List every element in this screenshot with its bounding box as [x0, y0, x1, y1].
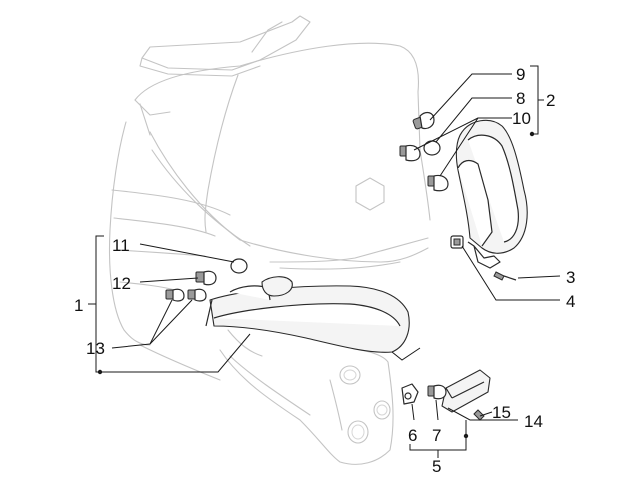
leader-lines — [88, 65, 561, 458]
callout-14: 14 — [524, 412, 543, 431]
callout-6: 6 — [408, 426, 417, 445]
fender-hole-1 — [339, 365, 361, 385]
bulb-7 — [427, 384, 447, 400]
bulb-holder-6 — [401, 383, 419, 405]
callout-15: 15 — [492, 403, 511, 422]
rear-mudguard — [219, 349, 394, 465]
bulb-8 — [423, 140, 441, 156]
callout-4: 4 — [566, 292, 575, 311]
screw-3 — [493, 271, 517, 281]
callout-labels: 9 8 10 2 3 4 11 12 1 13 15 14 6 7 5 — [74, 65, 575, 476]
callout-1: 1 — [74, 296, 83, 315]
callout-7: 7 — [432, 426, 441, 445]
bulb-socket-11-12 — [165, 258, 248, 302]
callout-11: 11 — [112, 236, 130, 255]
bulb-socket-10b — [427, 174, 449, 192]
callout-9: 9 — [516, 65, 525, 84]
callout-13: 13 — [86, 339, 105, 358]
screw-15 — [473, 409, 485, 421]
bulb-9 — [412, 111, 435, 130]
turn-signal-lens — [205, 276, 410, 353]
tail-light-housing — [455, 119, 528, 269]
bulb-socket-10a — [399, 144, 421, 162]
bracket-dots — [97, 131, 535, 439]
hexagon-emblem — [355, 177, 385, 211]
callout-5: 5 — [432, 457, 441, 476]
callout-2: 2 — [546, 91, 555, 110]
callout-8: 8 — [516, 89, 525, 108]
license-plate-light — [441, 369, 491, 413]
callout-3: 3 — [566, 268, 575, 287]
fender-hole-2 — [373, 400, 391, 420]
callout-10: 10 — [512, 109, 531, 128]
fender-hole-3 — [347, 420, 369, 444]
callout-12: 12 — [112, 274, 131, 293]
clip-4 — [450, 235, 464, 249]
scooter-rear-body — [108, 15, 431, 465]
